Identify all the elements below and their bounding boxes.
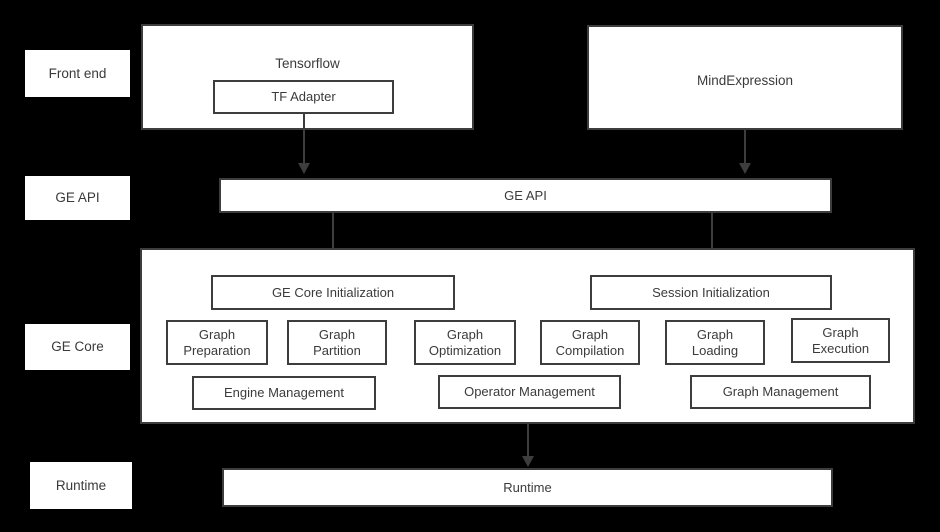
graph-management-node[interactable]: Graph Management xyxy=(690,375,871,409)
operator-management-node[interactable]: Operator Management xyxy=(438,375,621,409)
runtime-bar[interactable]: Runtime xyxy=(222,468,833,507)
rail-label-ge-core: GE Core xyxy=(25,324,130,370)
rail-label-ge-api: GE API xyxy=(25,176,130,220)
graph-execution-node[interactable]: Graph Execution xyxy=(791,318,890,363)
graph-partition-node[interactable]: Graph Partition xyxy=(287,320,387,365)
tf-adapter-node[interactable]: TF Adapter xyxy=(213,80,394,114)
ge-core-initialization-node[interactable]: GE Core Initialization xyxy=(211,275,455,310)
connector-ge-api-to-ge-core-init xyxy=(332,213,334,257)
arrowhead-mindexpression-to-ge-api xyxy=(739,163,751,174)
graph-compilation-node[interactable]: Graph Compilation xyxy=(540,320,640,365)
arrowhead-tf-adapter-to-ge-api xyxy=(298,163,310,174)
connector-ge-api-to-session-init xyxy=(711,213,713,257)
graph-loading-node[interactable]: Graph Loading xyxy=(665,320,765,365)
connector-tf-adapter-to-ge-api xyxy=(303,114,305,165)
arrowhead-ge-core-to-runtime xyxy=(522,456,534,467)
connector-mindexpression-to-ge-api xyxy=(744,130,746,165)
mindexpression-title: MindExpression xyxy=(696,73,794,88)
rail-label-front-end: Front end xyxy=(25,50,130,97)
tensorflow-panel[interactable]: Tensorflow xyxy=(141,24,474,130)
ge-api-bar[interactable]: GE API xyxy=(219,178,832,213)
mindexpression-panel[interactable]: MindExpression xyxy=(587,25,903,130)
engine-management-node[interactable]: Engine Management xyxy=(192,376,376,410)
graph-preparation-node[interactable]: Graph Preparation xyxy=(166,320,268,365)
graph-optimization-node[interactable]: Graph Optimization xyxy=(414,320,516,365)
rail-label-runtime: Runtime xyxy=(30,462,132,509)
session-initialization-node[interactable]: Session Initialization xyxy=(590,275,832,310)
tensorflow-title: Tensorflow xyxy=(275,56,340,71)
connector-ge-core-to-runtime xyxy=(527,424,529,458)
